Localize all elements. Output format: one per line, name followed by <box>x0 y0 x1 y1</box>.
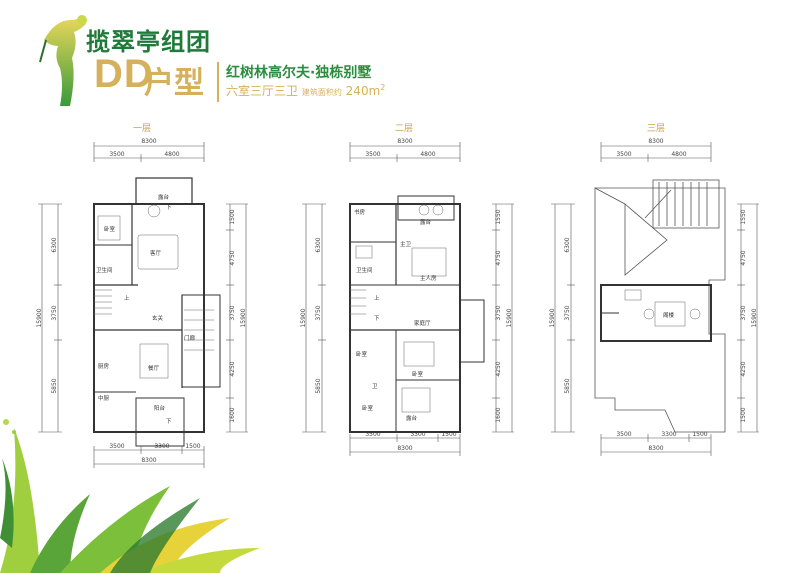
dim-right-seg: 4750 <box>740 250 747 265</box>
room-label: 卫生间 <box>96 266 113 274</box>
dim-right-seg: 3750 <box>740 305 747 320</box>
room-label: 阁楼 <box>663 311 675 319</box>
room-label: 主人房 <box>420 274 437 282</box>
dim-left-seg: 5850 <box>315 378 322 393</box>
header-divider <box>217 62 219 102</box>
dim-bottom-seg: 3300 <box>661 431 676 438</box>
room-label: 客厅 <box>150 249 162 257</box>
dim-bottom-total: 8300 <box>141 457 156 464</box>
dim-left-seg: 6300 <box>51 237 58 252</box>
room-label: 露台 <box>420 218 432 226</box>
room-label: 卧室 <box>362 404 374 412</box>
dim-right-seg: 1550 <box>740 209 747 224</box>
room-label: 家庭厅 <box>414 319 431 327</box>
dim-left-seg: 3750 <box>564 305 571 320</box>
floor-plan-2: 8300 3500 4800 3500 3300 1500 8300 6300 … <box>300 138 514 456</box>
room-summary: 六室三厅三卫 建筑面积约 240m2 <box>226 82 385 99</box>
dim-right-seg: 1500 <box>740 407 747 422</box>
dim-top-seg: 4800 <box>164 151 179 158</box>
dim-bottom-seg: 3500 <box>109 443 124 450</box>
room-label: 餐厅 <box>148 364 160 372</box>
dim-bottom-seg: 1500 <box>692 431 707 438</box>
dim-left-seg: 6300 <box>564 237 571 252</box>
room-label: 中厨 <box>98 394 110 402</box>
dim-right-seg: 1600 <box>495 407 502 422</box>
floor-label-2: 二层 <box>394 124 414 134</box>
dim-bottom-seg: 3300 <box>410 431 425 438</box>
unit-type-suffix: 户型 <box>144 66 204 101</box>
dim-bottom-total: 8300 <box>648 445 663 452</box>
floor-plan-1: 8300 3500 4800 3500 3300 1500 8300 6300 … <box>36 138 248 468</box>
dim-right-total: 15900 <box>240 308 247 327</box>
stair-mark: 下 <box>166 418 172 425</box>
dim-right-seg: 4250 <box>495 361 502 376</box>
stair-mark: 上 <box>124 294 130 302</box>
dim-left-seg: 5850 <box>51 378 58 393</box>
dim-right-total: 15900 <box>751 308 758 327</box>
room-label: 卧室 <box>412 370 424 378</box>
room-label: 卧室 <box>104 225 116 233</box>
dim-bottom-total: 8300 <box>397 445 412 452</box>
dim-right-seg: 1600 <box>229 407 236 422</box>
dim-top-seg: 3500 <box>109 151 124 158</box>
area-unit-sup: 2 <box>380 83 386 92</box>
dim-top-seg: 3500 <box>616 151 631 158</box>
dim-left-total: 15900 <box>300 308 307 327</box>
area-label: 建筑面积约 <box>301 88 342 97</box>
stair-mark: 下 <box>374 315 380 322</box>
dim-right-seg: 4750 <box>229 250 236 265</box>
dim-left-total: 15900 <box>36 308 43 327</box>
brand-title: 揽翠亭组团 <box>86 28 211 56</box>
dim-right-total: 15900 <box>506 308 513 327</box>
dim-left-seg: 5850 <box>564 378 571 393</box>
dim-top-total: 8300 <box>397 138 412 145</box>
room-label: 露台 <box>158 193 170 201</box>
floor-plan-3: 8300 3500 4800 3500 3300 1500 8300 6300 … <box>549 138 759 456</box>
dim-left-total: 15900 <box>549 308 556 327</box>
room-label: 卫生间 <box>356 266 373 274</box>
dim-right-seg: 4250 <box>229 361 236 376</box>
dim-right-seg: 1550 <box>495 209 502 224</box>
dim-left-seg: 6300 <box>315 237 322 252</box>
stair-mark: 上 <box>374 294 380 302</box>
dim-top-total: 8300 <box>141 138 156 145</box>
dim-right-seg: 3750 <box>229 305 236 320</box>
area-value: 240m <box>345 84 381 98</box>
dim-right-seg: 3750 <box>495 305 502 320</box>
dim-right-seg: 1500 <box>229 209 236 224</box>
dim-right-seg: 4250 <box>740 361 747 376</box>
room-label: 书房 <box>354 208 366 216</box>
dim-top-seg: 4800 <box>420 151 435 158</box>
dim-bottom-seg: 3500 <box>616 431 631 438</box>
floor-label-3: 三层 <box>646 124 666 134</box>
dim-top-seg: 3500 <box>365 151 380 158</box>
project-subtitle: 红树林高尔夫·独栋别墅 <box>226 65 372 81</box>
dim-right-seg: 4750 <box>495 250 502 265</box>
room-label: 卧室 <box>356 350 368 358</box>
room-count: 六室三厅三卫 <box>226 84 299 98</box>
golfer-logo-icon <box>39 15 87 106</box>
room-label: 主卫 <box>400 240 412 248</box>
room-label: 阳台 <box>154 404 166 412</box>
room-label: 门廊 <box>184 334 196 342</box>
dim-top-total: 8300 <box>648 138 663 145</box>
room-label: 玄关 <box>152 314 164 322</box>
dim-bottom-seg: 3500 <box>365 431 380 438</box>
dim-bottom-seg: 1500 <box>441 431 456 438</box>
dim-bottom-seg: 1500 <box>185 443 200 450</box>
leaves-decoration <box>0 419 260 573</box>
dim-left-seg: 3750 <box>51 305 58 320</box>
room-label: 厨房 <box>98 362 110 370</box>
dim-top-seg: 4800 <box>671 151 686 158</box>
room-label: 露台 <box>406 414 418 422</box>
dim-left-seg: 3750 <box>315 305 322 320</box>
floor-label-1: 一层 <box>132 124 152 134</box>
unit-type-code: DD <box>94 52 154 96</box>
stair-mark: 下 <box>166 204 172 211</box>
room-label: 卫 <box>372 383 378 390</box>
